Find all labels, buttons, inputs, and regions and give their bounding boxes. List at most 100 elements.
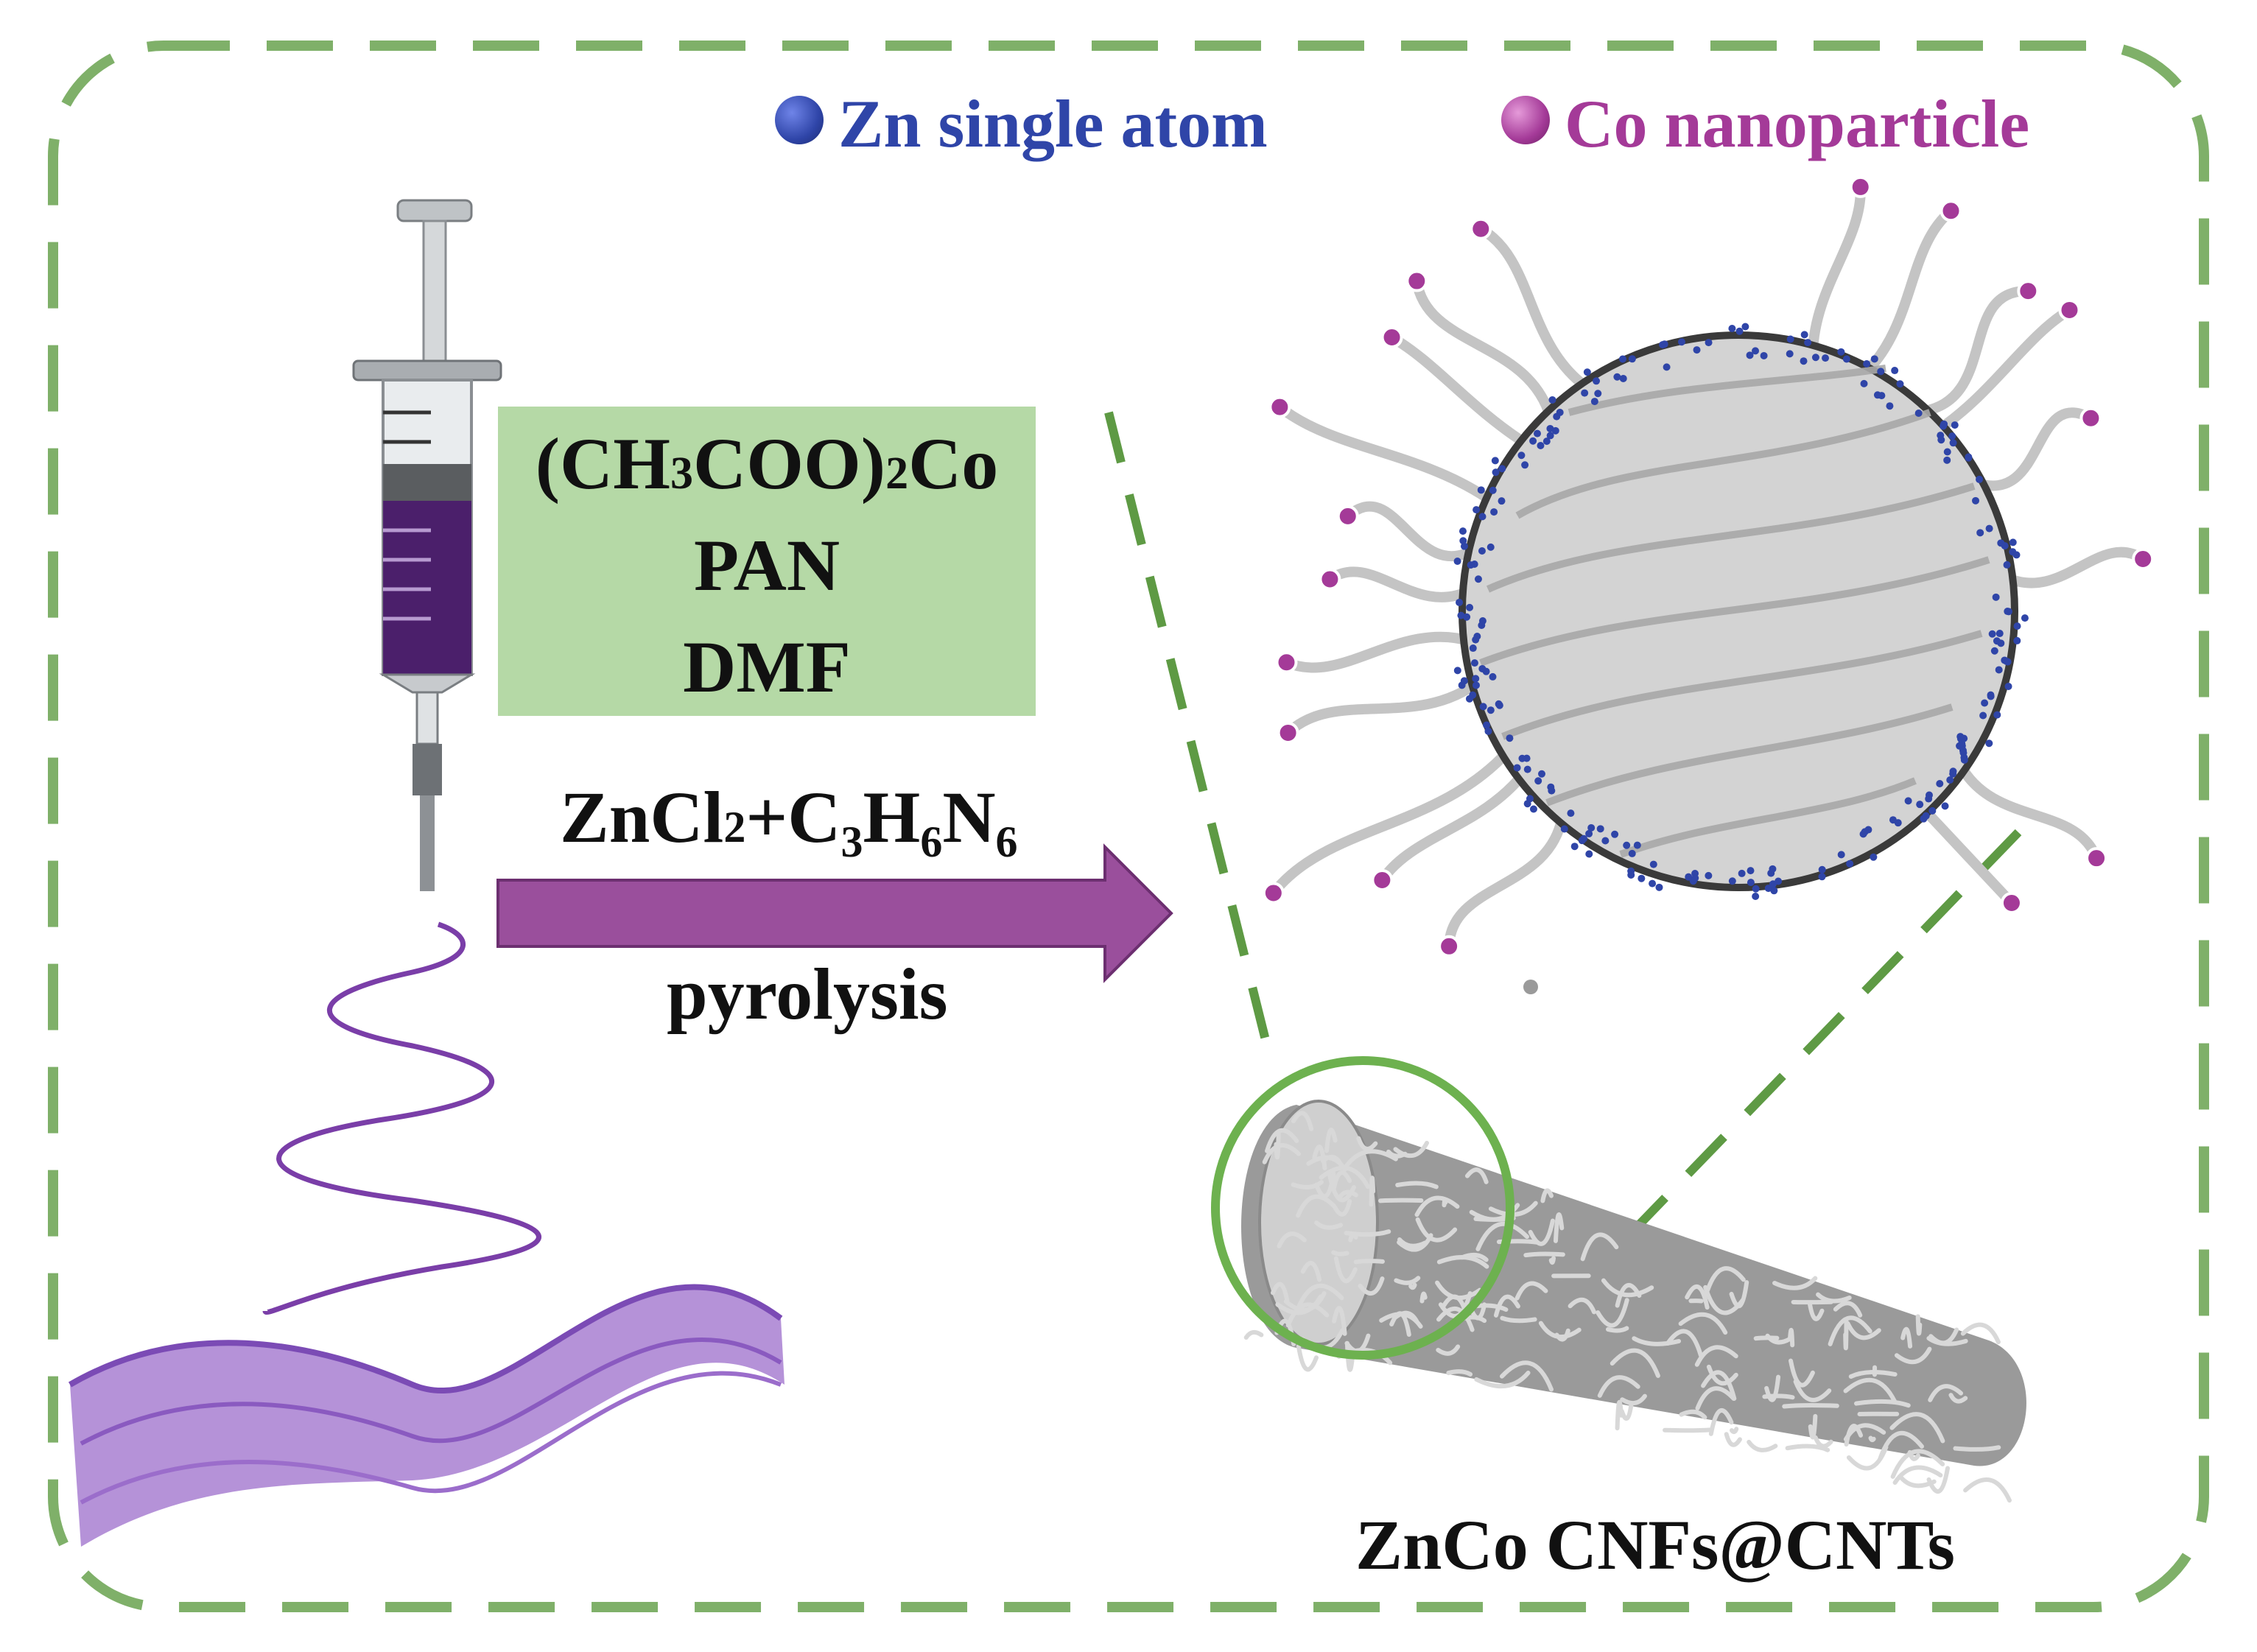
cylinder-nanotube (1331, 1170, 1352, 1192)
cylinder-nanotube (1333, 1198, 1352, 1217)
zn-single-atom (1904, 797, 1912, 805)
zn-single-atom (1822, 354, 1830, 362)
zn-single-atom (1971, 496, 1979, 505)
cylinder-nanotube (1300, 1261, 1322, 1282)
cylinder-nanotube (1808, 1413, 1818, 1440)
zn-single-atom (1649, 860, 1657, 868)
precursor-line-3: DMF (683, 626, 851, 708)
zn-single-atom (1786, 350, 1794, 358)
zn-single-atom (1752, 347, 1760, 355)
zn-single-atom (1937, 436, 1945, 444)
cylinder-nanotube (1353, 1259, 1385, 1265)
zn-single-atom (1985, 524, 1993, 532)
co-nanoparticle (2085, 847, 2108, 870)
zn-single-atom (1922, 812, 1930, 820)
zn-single-atom (1846, 860, 1854, 868)
zn-single-atom (1691, 874, 1699, 882)
cylinder-nanotube (1393, 1140, 1430, 1159)
cylinder-nanotube (1597, 1375, 1640, 1398)
cnf-cylinder-icon (1241, 1100, 2026, 1503)
zn-single-atom (1705, 339, 1713, 347)
cylinder-nanotube (1337, 1189, 1358, 1201)
process-label: pyrolysis (667, 953, 948, 1035)
co-nanoparticle (2058, 298, 2081, 321)
zn-single-atom (1677, 338, 1685, 346)
zn-single-atom (1941, 802, 1949, 810)
co-nanoparticle (1849, 175, 1872, 198)
carbon-nanotube (1475, 223, 1594, 394)
zn-single-atom (1685, 873, 1693, 881)
cylinder-nanotube (1729, 1427, 1739, 1435)
cylinder-nanotube (1397, 1237, 1428, 1248)
zn-single-atom (1486, 543, 1495, 551)
precursor-box: (CH3COO)2Co PAN DMF (498, 407, 1036, 716)
zn-single-atom (1837, 851, 1845, 859)
carbon-nanotube (1807, 181, 1866, 359)
zn-single-atom (1517, 451, 1526, 460)
additive-label: ZnCl2+C3H6N6 (560, 776, 1018, 866)
cylinder-nanotube (1333, 1256, 1358, 1284)
cylinder-nanotube (1348, 1232, 1358, 1242)
zn-single-atom (1943, 448, 1951, 456)
cylinder-nanotube (1319, 1165, 1371, 1189)
zn-single-atom (1948, 432, 1956, 440)
zn-single-atom (1946, 776, 1954, 784)
zn-single-atom (1738, 869, 1746, 877)
cylinder-nanotube (1601, 1278, 1654, 1298)
zn-single-atom (2004, 682, 2012, 690)
cylinder-nanotube (1892, 1465, 1943, 1485)
cylinder-nanotube (1807, 1301, 1825, 1321)
cylinder-nanotube (1283, 1291, 1327, 1312)
zn-single-atom (1484, 727, 1492, 735)
zn-single-atom (1472, 675, 1480, 683)
zn-single-atom (1466, 603, 1474, 611)
co-nanoparticle (1319, 568, 1341, 591)
cylinder-nanotube (1332, 1306, 1347, 1336)
cylinder-nanotube (1615, 1399, 1624, 1431)
zn-single-atom (1760, 351, 1768, 359)
zn-single-atom (1469, 644, 1477, 653)
zn-single-atom (1585, 829, 1593, 837)
zn-legend-label: Zn single atom (838, 86, 1268, 161)
zn-single-atom (1613, 373, 1621, 381)
zn-single-atom (1818, 873, 1826, 881)
zn-single-atom (1498, 497, 1506, 505)
cylinder-nanotube (1845, 1321, 1881, 1340)
zn-single-atom (2004, 608, 2012, 616)
cylinder-nanotube (1568, 1297, 1596, 1315)
zn-single-atom (1546, 424, 1554, 432)
cylinder-nanotube (1926, 1336, 1968, 1346)
zn-single-atom (1949, 439, 1957, 447)
cylinder-nanotube (1580, 1232, 1619, 1262)
cylinder-nanotube (1843, 1377, 1898, 1404)
co-legend-label: Co nanoparticle (1565, 86, 2030, 161)
cylinder-nanotube (1394, 1276, 1421, 1285)
carbon-nanotube (1954, 759, 2102, 864)
cylinder-nanotube (1379, 1312, 1423, 1329)
cylinder-nanotube (1395, 1181, 1439, 1189)
zn-single-atom (1489, 486, 1497, 494)
zn-single-atom (1492, 468, 1500, 477)
co-nanoparticle (1940, 200, 1962, 222)
cylinder-nanotube (1296, 1343, 1319, 1372)
co-nanoparticle (1336, 505, 1359, 527)
zn-single-atom (1478, 664, 1486, 672)
zn-single-atom (1456, 598, 1464, 606)
cylinder-nanotube (1706, 1364, 1738, 1386)
cylinder-nanotube (1890, 1449, 1945, 1479)
zn-single-atom (2003, 658, 2011, 666)
zn-single-atom (1470, 659, 1478, 667)
magnify-ring (1211, 1056, 1514, 1360)
zn-single-atom (1965, 453, 1973, 461)
zn-single-atom (1786, 335, 1794, 343)
cylinder-nanotube (1474, 1371, 1531, 1389)
cylinder-nanotube (1788, 1358, 1815, 1388)
zn-single-atom (1837, 348, 1845, 356)
cylinder-nanotube (1782, 1403, 1839, 1409)
cylinder-nanotube (1277, 1231, 1307, 1248)
cylinder-nanotube (1705, 1266, 1746, 1293)
co-legend-dot (1501, 96, 1550, 144)
zn-single-atom (1593, 377, 1601, 385)
cylinder-nanotube (1344, 1229, 1391, 1237)
cylinder-nanotube (1695, 1386, 1736, 1411)
